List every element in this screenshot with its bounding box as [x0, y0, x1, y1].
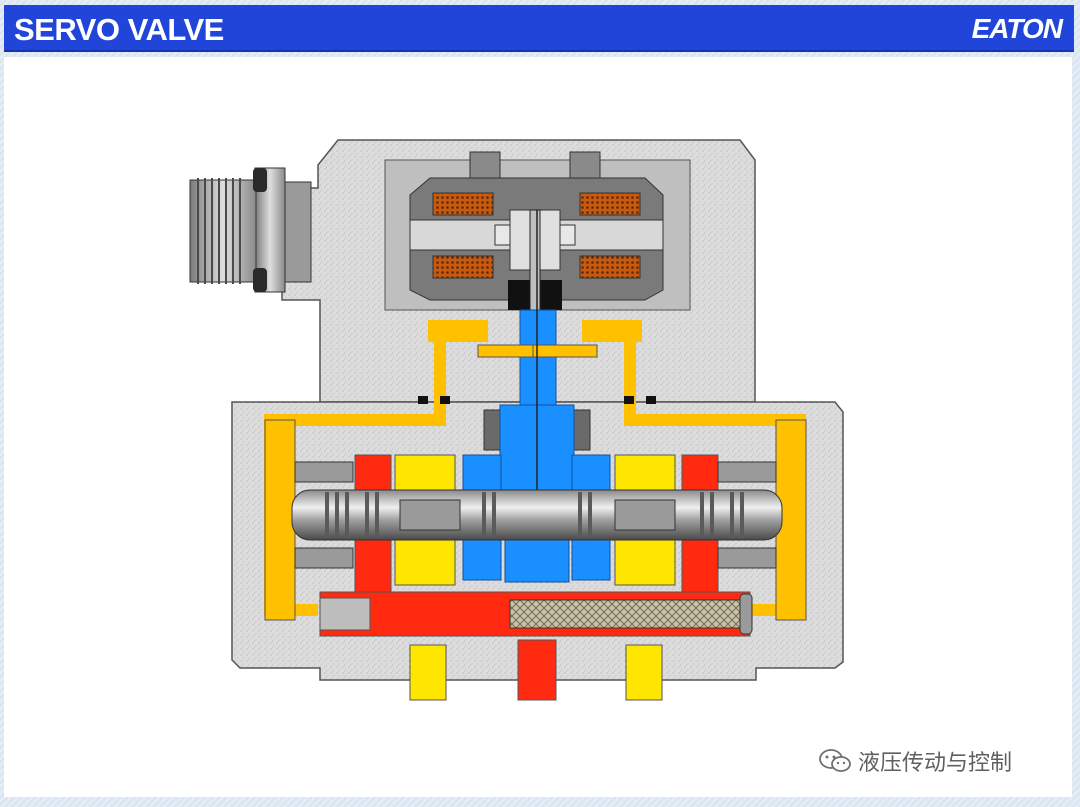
port-p: [517, 639, 557, 701]
brand-logo: EATON: [971, 13, 1063, 44]
port-a: [409, 644, 447, 701]
watermark: 液压传动与控制: [818, 745, 1012, 777]
title-bar: SERVO VALVE EATON: [4, 5, 1074, 52]
page-title: SERVO VALVE: [14, 12, 224, 47]
port-b: [625, 644, 663, 701]
pilot-stage: [477, 210, 598, 511]
o-ring-seals: [418, 396, 656, 404]
wechat-icon: [819, 749, 851, 772]
valve-spool: [291, 489, 783, 541]
pressure-passage: [319, 591, 753, 637]
electrical-connector: [189, 167, 312, 293]
watermark-text: 液压传动与控制: [858, 751, 1013, 776]
